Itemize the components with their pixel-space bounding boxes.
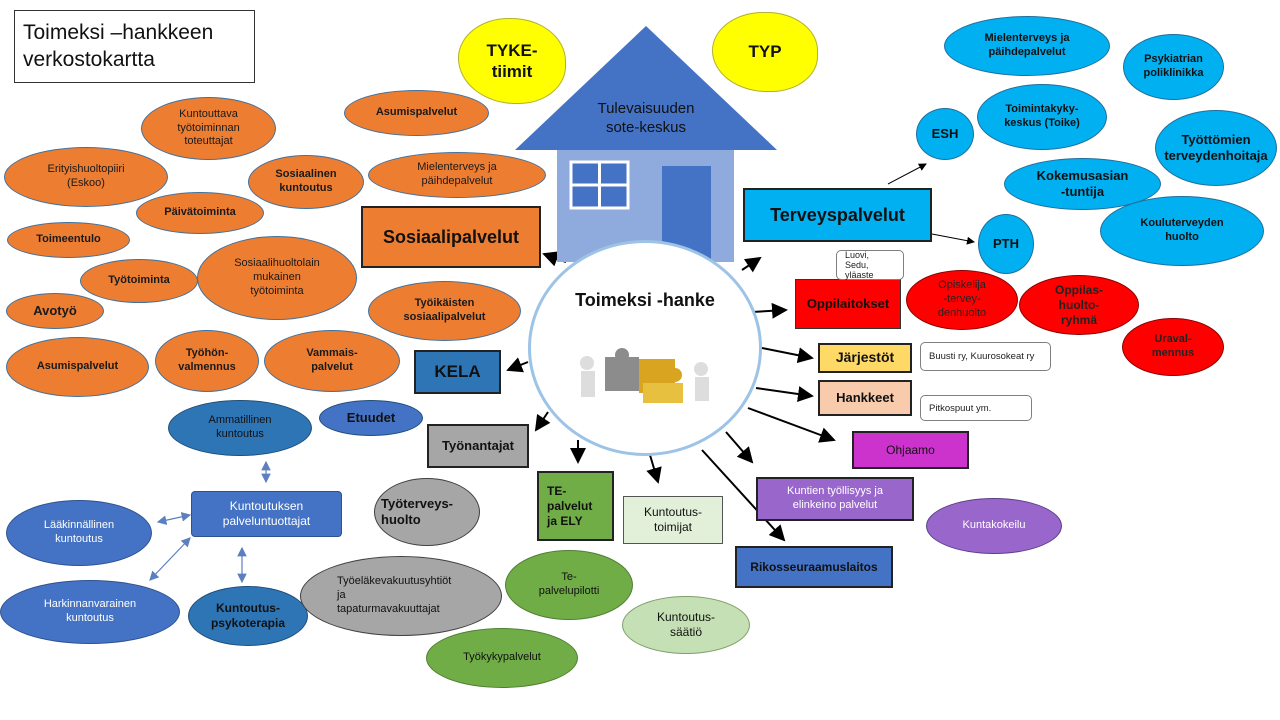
pth-node: PTH [978,214,1034,274]
kouluterveydenhuolto-node: Kouluterveyden huolto [1100,196,1264,266]
opiskelijaterveydenhuolto-node: Opiskelija -tervey- denhuolto [906,270,1018,330]
kuntakokeilu-node: Kuntakokeilu [926,498,1062,554]
erityishuoltopiiri-node: Erityishuoltopiiri (Eskoo) [4,147,168,207]
avotyo-node: Avotyö [6,293,104,329]
typ-cloud: TYP [712,12,818,92]
kela-box: KELA [414,350,501,394]
toimeksi-hanke-circle: Toimeksi -hanke [528,240,762,456]
sosiaalipalvelut-box: Sosiaalipalvelut [361,206,541,268]
tyottomien-terveydenhoitaja-node: Työttömien terveydenhoitaja [1155,110,1277,186]
pitkospuut-callout: Pitkospuut ym. [920,395,1032,421]
house-illustration: Tulevaisuuden sote-keskus [515,26,777,262]
te-palvelut-box: TE- palvelut ja ELY [537,471,614,541]
mielenterveys-cyan-node: Mielenterveys ja päihdepalvelut [944,16,1110,76]
asumispalvelut-top-node: Asumispalvelut [344,90,489,136]
esh-node: ESH [916,108,974,160]
tyoelakevakuutusyhtiot-node: Työeläkevakuutusyhtiöt ja tapaturmavakuu… [300,556,502,636]
kuntoutuspsykoterapia-node: Kuntoutus- psykoterapia [188,586,308,646]
asumispalvelut-bottom-node: Asumispalvelut [6,337,149,397]
tyotoiminta-node: Työtoiminta [80,259,198,303]
house-label: Tulevaisuuden sote-keskus [597,100,695,136]
jarjestot-box: Järjestöt [818,343,912,373]
rikosseuraamuslaitos-box: Rikosseuraamuslaitos [735,546,893,588]
luovi-callout: Luovi, Sedu, yläaste [836,250,904,280]
uravalmennus-node: Uraval- mennus [1122,318,1224,376]
tyke-cloud: TYKE- tiimit [458,18,566,104]
ammatillinen-kuntoutus-node: Ammatillinen kuntoutus [168,400,312,456]
laakinnallinen-kuntoutus-node: Lääkinnällinen kuntoutus [6,500,152,566]
kuntoutuksen-palveluntuottajat-box: Kuntoutuksen palveluntuottajat [191,491,342,537]
te-palvelupilotti-node: Te- palvelupilotti [505,550,633,620]
harkinnanvarainen-kuntoutus-node: Harkinnanvarainen kuntoutus [0,580,180,644]
paivatoiminta-node: Päivätoiminta [136,192,264,234]
oppilashuoltoryhma-node: Oppilas- huolto- ryhmä [1019,275,1139,335]
kuntoutussaatio-node: Kuntoutus- säätiö [622,596,750,654]
house-icon [515,26,777,262]
puzzle-people-icon [580,348,709,403]
psykiatrian-poliklinikka-node: Psykiatrian poliklinikka [1123,34,1224,100]
sosiaalinen-kuntoutus-node: Sosiaalinen kuntoutus [248,155,364,209]
sosiaalihuoltolain-node: Sosiaalihuoltolain mukainen työtoiminta [197,236,357,320]
tyoterveyshuolto-node: Työterveys- huolto [374,478,480,546]
kuntoutustoimijat-box: Kuntoutus- toimijat [623,496,723,544]
kuntien-box: Kuntien työllisyys ja elinkeino palvelut [756,477,914,521]
terveyspalvelut-box: Terveyspalvelut [743,188,932,242]
tyohonvalmennus-node: Työhön- valmennus [155,330,259,392]
ohjaamo-box: Ohjaamo [852,431,969,469]
mielenterveys-orange-node: Mielenterveys ja päihdepalvelut [368,152,546,198]
hankkeet-box: Hankkeet [818,380,912,416]
vammaispalvelut-node: Vammais- palvelut [264,330,400,392]
tyonantajat-box: Työnantajat [427,424,529,468]
toimintakykykeskus-node: Toimintakyky- keskus (Toike) [977,84,1107,150]
page-title: Toimeksi –hankkeen verkostokartta [14,10,255,83]
toimeentulo-node: Toimeentulo [7,222,130,258]
tyokykypalvelut-node: Työkykypalvelut [426,628,578,688]
etuudet-node: Etuudet [319,400,423,436]
tyoikaisten-node: Työikäisten sosiaalipalvelut [368,281,521,341]
center-label: Toimeksi -hanke [575,289,715,310]
oppilaitokset-box: Oppilaitokset [795,279,901,329]
buusti-callout: Buusti ry, Kuurosokeat ry [920,342,1051,371]
kuntouttava-tyotoiminta-node: Kuntouttava työtoiminnan toteuttajat [141,97,276,160]
